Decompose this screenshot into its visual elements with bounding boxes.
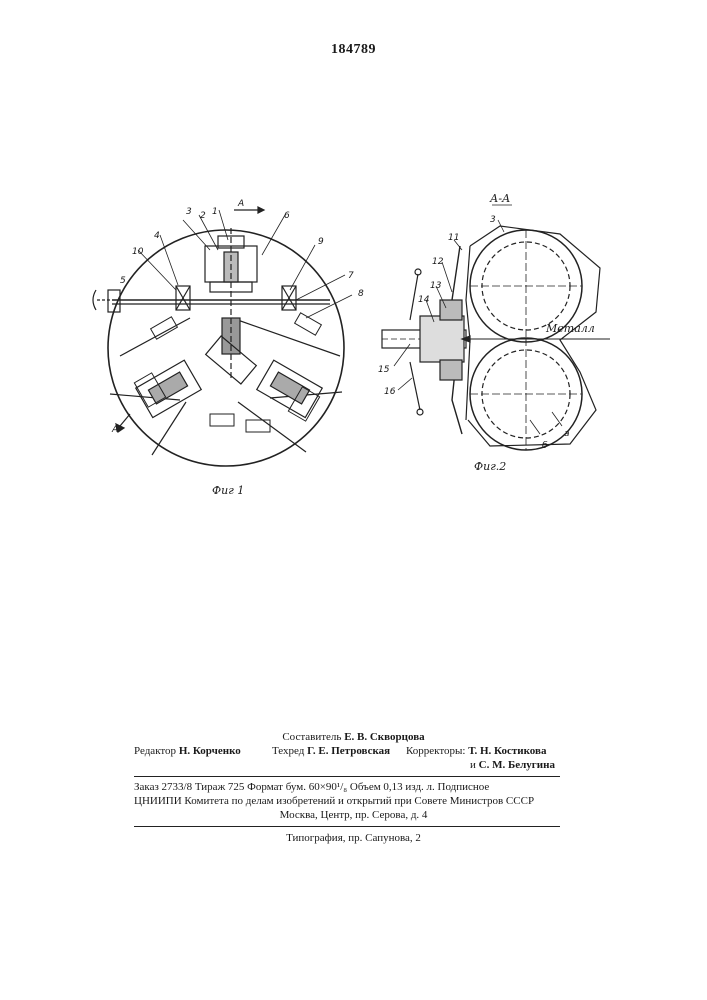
techred-name: Г. Е. Петровская: [307, 745, 390, 757]
label-9: 9: [318, 237, 324, 247]
editor-role: Редактор: [134, 745, 176, 757]
figure2-labels: А-А 3 11 12 13 14 15 16 а б Металл Фиг.2: [378, 192, 595, 473]
label-f2-3: 3: [490, 215, 496, 225]
label-13: 13: [430, 281, 442, 291]
compiler-line: Составитель Е. В. Скворцова: [0, 730, 707, 744]
correctors-role: Корректоры:: [406, 745, 465, 757]
label-4: 4: [154, 231, 160, 241]
section-mark-top: А: [237, 199, 244, 209]
section-mark-bottom: А: [111, 425, 118, 435]
label-2: 2: [200, 211, 206, 221]
label-5: 5: [120, 276, 126, 286]
label-16: 16: [384, 387, 396, 397]
label-b: б: [542, 441, 548, 451]
divider-bottom: [134, 826, 560, 827]
label-a: а: [564, 429, 570, 439]
correctors-line: Корректоры: Т. Н. Костикова: [406, 744, 546, 758]
imprint-line-2: ЦНИИПИ Комитета по делам изобретений и о…: [134, 795, 560, 808]
imprint-line-3: Москва, Центр, пр. Серова, д. 4: [0, 809, 707, 822]
compiler-role: Составитель: [282, 731, 341, 743]
label-1: 1: [212, 207, 218, 217]
printer-line: Типография, пр. Сапунова, 2: [0, 832, 707, 845]
label-7: 7: [348, 271, 354, 281]
techred-line: Техред Г. Е. Петровская: [272, 744, 390, 758]
compiler-name: Е. В. Скворцова: [344, 731, 424, 743]
label-3: 3: [186, 207, 192, 217]
label-6: 6: [284, 211, 290, 221]
label-8: 8: [358, 289, 364, 299]
label-14: 14: [418, 295, 430, 305]
imprint-line-1: Заказ 2733/8 Тираж 725 Формат бум. 60×90…: [134, 781, 560, 794]
section-title: А-А: [489, 192, 510, 205]
corrector2-prefix: и: [470, 759, 476, 771]
editor-line: Редактор Н. Корченко: [134, 744, 241, 758]
label-12: 12: [432, 257, 444, 267]
figure2-caption: Фиг.2: [474, 460, 506, 473]
corrector2-line: и С. М. Белугина: [470, 758, 555, 772]
label-10: 10: [132, 247, 144, 257]
label-11: 11: [448, 233, 459, 243]
figure1-drawing: [93, 207, 352, 466]
corrector2-name: С. М. Белугина: [479, 759, 555, 771]
technical-drawing: 1 2 3 4 5 6 7 8 9 10 А А Фиг 1: [0, 0, 707, 520]
corrector1-name: Т. Н. Костикова: [468, 745, 546, 757]
editor-name: Н. Корченко: [179, 745, 241, 757]
divider-top: [134, 776, 560, 777]
material-label: Металл: [545, 322, 595, 335]
label-15: 15: [378, 365, 390, 375]
figure1-caption: Фиг 1: [212, 484, 244, 497]
techred-role: Техред: [272, 745, 304, 757]
